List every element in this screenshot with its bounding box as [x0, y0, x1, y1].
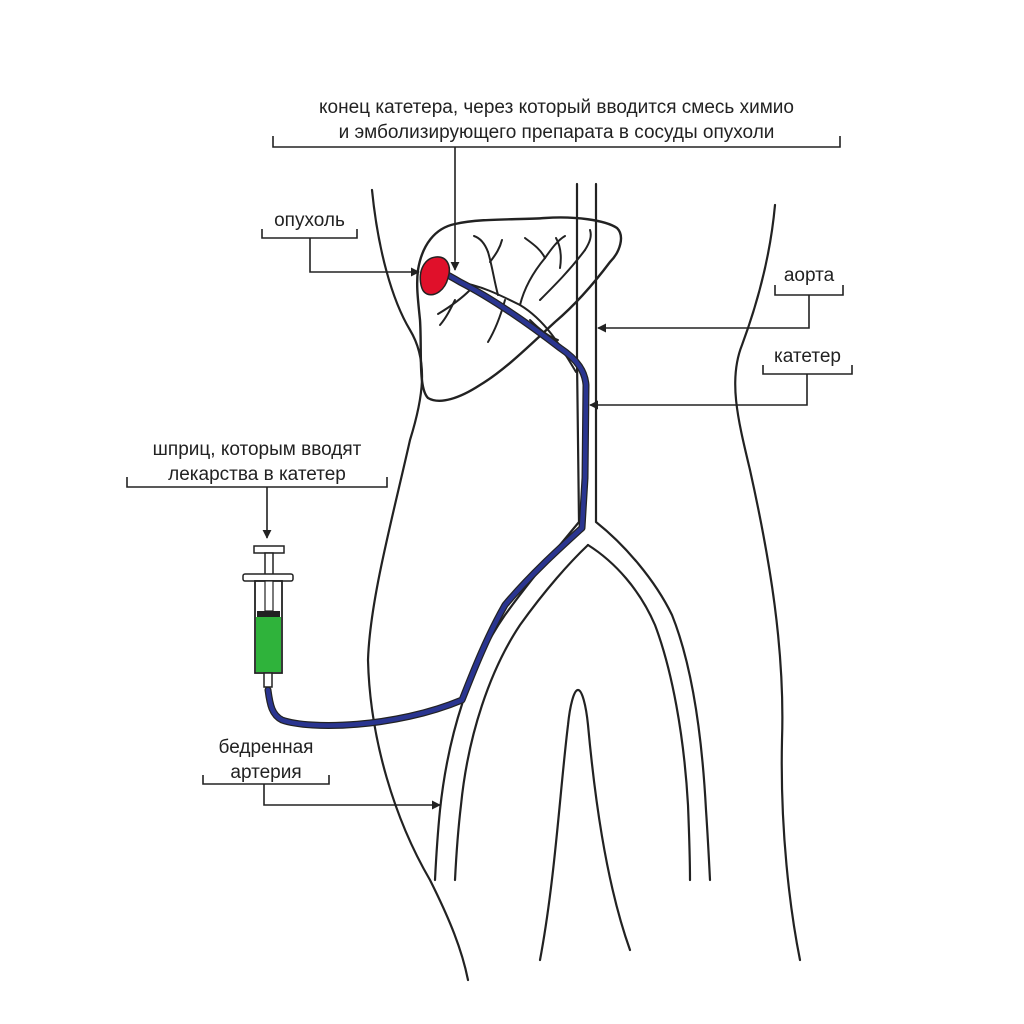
- femoral-right-inner: [586, 543, 692, 882]
- aorta-left-wall: [433, 182, 581, 882]
- syringe-bracket: [126, 477, 388, 488]
- syringe-label-line1: шприц, которым вводят: [152, 439, 362, 460]
- aorta: [433, 182, 712, 882]
- body-outline: [366, 188, 802, 982]
- catheter-tip-bracket: [272, 136, 841, 148]
- catheter-label: катетер: [774, 346, 841, 367]
- callouts: [126, 136, 853, 810]
- femoral-artery-label: бедренная артерия: [193, 735, 339, 785]
- femoral-artery-label-line2: артерия: [230, 762, 302, 783]
- body-left-contour: [366, 188, 470, 982]
- syringe-plunger-head: [253, 545, 285, 554]
- catheter-tip-label-line1: конец катетера, через который вводится с…: [319, 97, 794, 118]
- syringe-drug-fill: [256, 617, 281, 672]
- aorta-right-wall: [594, 182, 712, 882]
- femoral-left-inner: [453, 543, 590, 882]
- catheter-line: [265, 267, 589, 728]
- aorta-leader: [597, 295, 810, 333]
- tumor-shape: [419, 256, 451, 296]
- syringe-nozzle: [263, 672, 273, 688]
- femoral-leader: [263, 784, 441, 810]
- femoral-artery-label-line1: бедренная: [218, 737, 314, 758]
- body-right-contour: [734, 203, 802, 962]
- tumor-label: опухоль: [274, 210, 345, 231]
- catheter-leader: [589, 374, 808, 410]
- inner-thigh-contour: [538, 688, 632, 962]
- femoral-bracket: [202, 775, 330, 785]
- tumor-leader: [309, 238, 420, 277]
- liver-outline: [415, 216, 623, 402]
- aorta-label: аорта: [783, 265, 835, 286]
- syringe-label: шприц, которым вводят лекарства в катете…: [127, 437, 387, 487]
- catheter: [264, 266, 590, 729]
- syringe-plunger-inner: [264, 580, 274, 612]
- syringe-plunger-rod: [264, 552, 274, 576]
- syringe-stopper: [257, 611, 280, 617]
- tumor: [419, 256, 451, 296]
- catheter-tip-label-line2: и эмболизирующего препарата в сосуды опу…: [338, 122, 775, 143]
- syringe: [242, 545, 294, 688]
- syringe-flange: [242, 573, 294, 582]
- catheter-tip-label: конец катетера, через который вводится с…: [273, 95, 840, 145]
- syringe-label-line2: лекарства в катетер: [168, 464, 346, 485]
- liver: [415, 216, 623, 402]
